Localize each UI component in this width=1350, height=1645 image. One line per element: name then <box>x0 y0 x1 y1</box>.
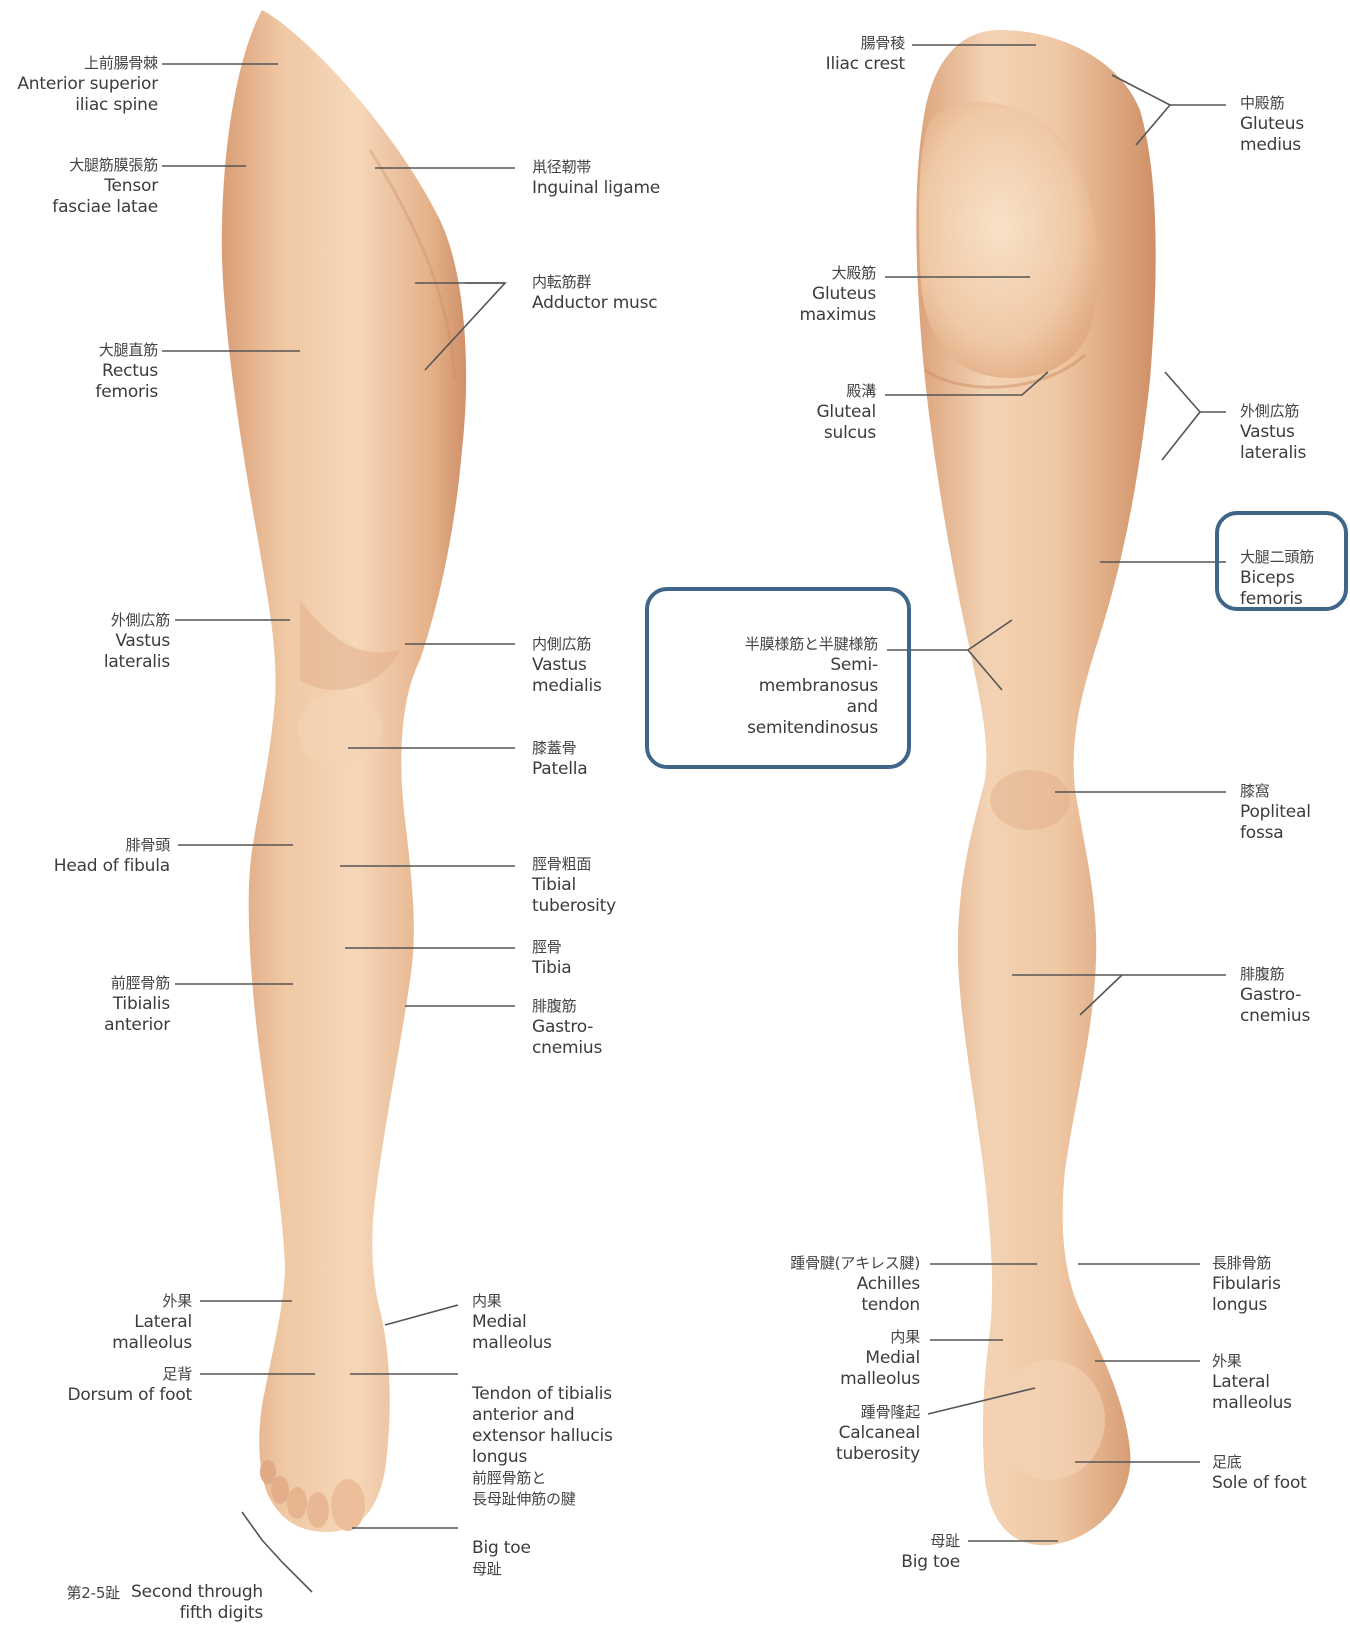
label-second-through-fifth-digits-jp: 第2-5趾 <box>67 1562 121 1625</box>
label-tendon-tibialis-anterior: Tendon of tibialis anterior and extensor… <box>472 1363 613 1531</box>
posterior-leg-figure <box>916 30 1155 1545</box>
leg-anatomy-illustration <box>0 0 1350 1607</box>
anterior-leg-figure <box>222 10 466 1532</box>
label-second-through-fifth-digits: Second through fifth digits <box>131 1561 263 1645</box>
